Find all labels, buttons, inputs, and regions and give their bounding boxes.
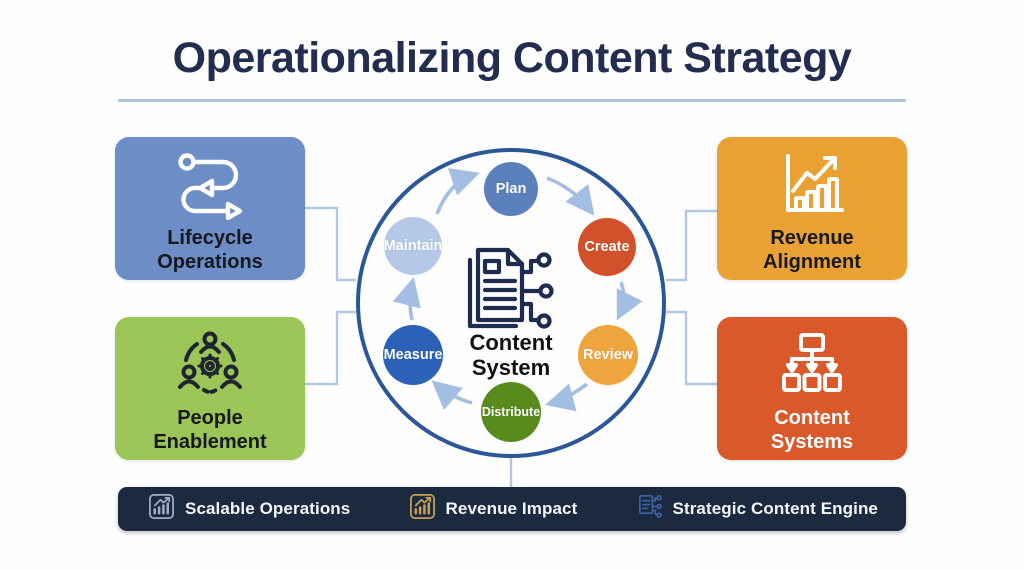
document-network-icon (458, 246, 560, 337)
cycle-node-distribute: Distribute (481, 382, 541, 442)
cycle-node-review: Review (578, 325, 638, 385)
measure-label: Measure (383, 347, 443, 363)
maintain-label: Maintain (383, 238, 443, 254)
cycle-node-maintain: Maintain (384, 217, 442, 275)
footer-label: Scalable Operations (185, 499, 351, 518)
hierarchy-icon (776, 328, 848, 400)
content-systems-box: Content Systems (717, 317, 907, 460)
footer-item-strategic-content-engine: Strategic Content Engine (636, 493, 878, 525)
footer-item-scalable-operations: Scalable Operations (148, 493, 350, 525)
revenue-alignment-label: Revenue Alignment (763, 227, 861, 273)
plan-label: Plan (495, 181, 527, 197)
lifecycle-flow-icon (174, 148, 246, 221)
footer-bar: Scalable Operations Revenue Impact (118, 487, 906, 531)
content-system-label: Content System (469, 330, 553, 380)
revenue-alignment-box: Revenue Alignment (717, 137, 907, 280)
footer-label: Strategic Content Engine (672, 499, 878, 518)
page-title: Operationalizing Content Strategy (172, 34, 852, 82)
cycle-node-plan: Plan (484, 162, 538, 216)
cycle-node-measure: Measure (383, 325, 443, 385)
create-label: Create (584, 239, 630, 255)
content-systems-label: Content Systems (770, 407, 854, 453)
bar-chart-icon (409, 493, 436, 525)
footer-item-revenue-impact: Revenue Impact (409, 493, 578, 525)
distribute-label: Distribute (481, 405, 541, 419)
review-label: Review (583, 347, 633, 363)
bar-chart-icon (148, 493, 175, 525)
lifecycle-operations-label: Lifecycle Operations (157, 227, 263, 273)
title-underline (118, 99, 906, 102)
footer-label: Revenue Impact (445, 499, 578, 518)
people-enablement-box: People Enablement (115, 317, 305, 460)
growth-chart-icon (776, 148, 848, 220)
document-network-icon (636, 493, 663, 525)
lifecycle-operations-box: Lifecycle Operations (115, 137, 305, 280)
people-enablement-label: People Enablement (153, 407, 267, 453)
cycle-node-create: Create (578, 218, 636, 276)
people-gear-icon (174, 328, 246, 400)
